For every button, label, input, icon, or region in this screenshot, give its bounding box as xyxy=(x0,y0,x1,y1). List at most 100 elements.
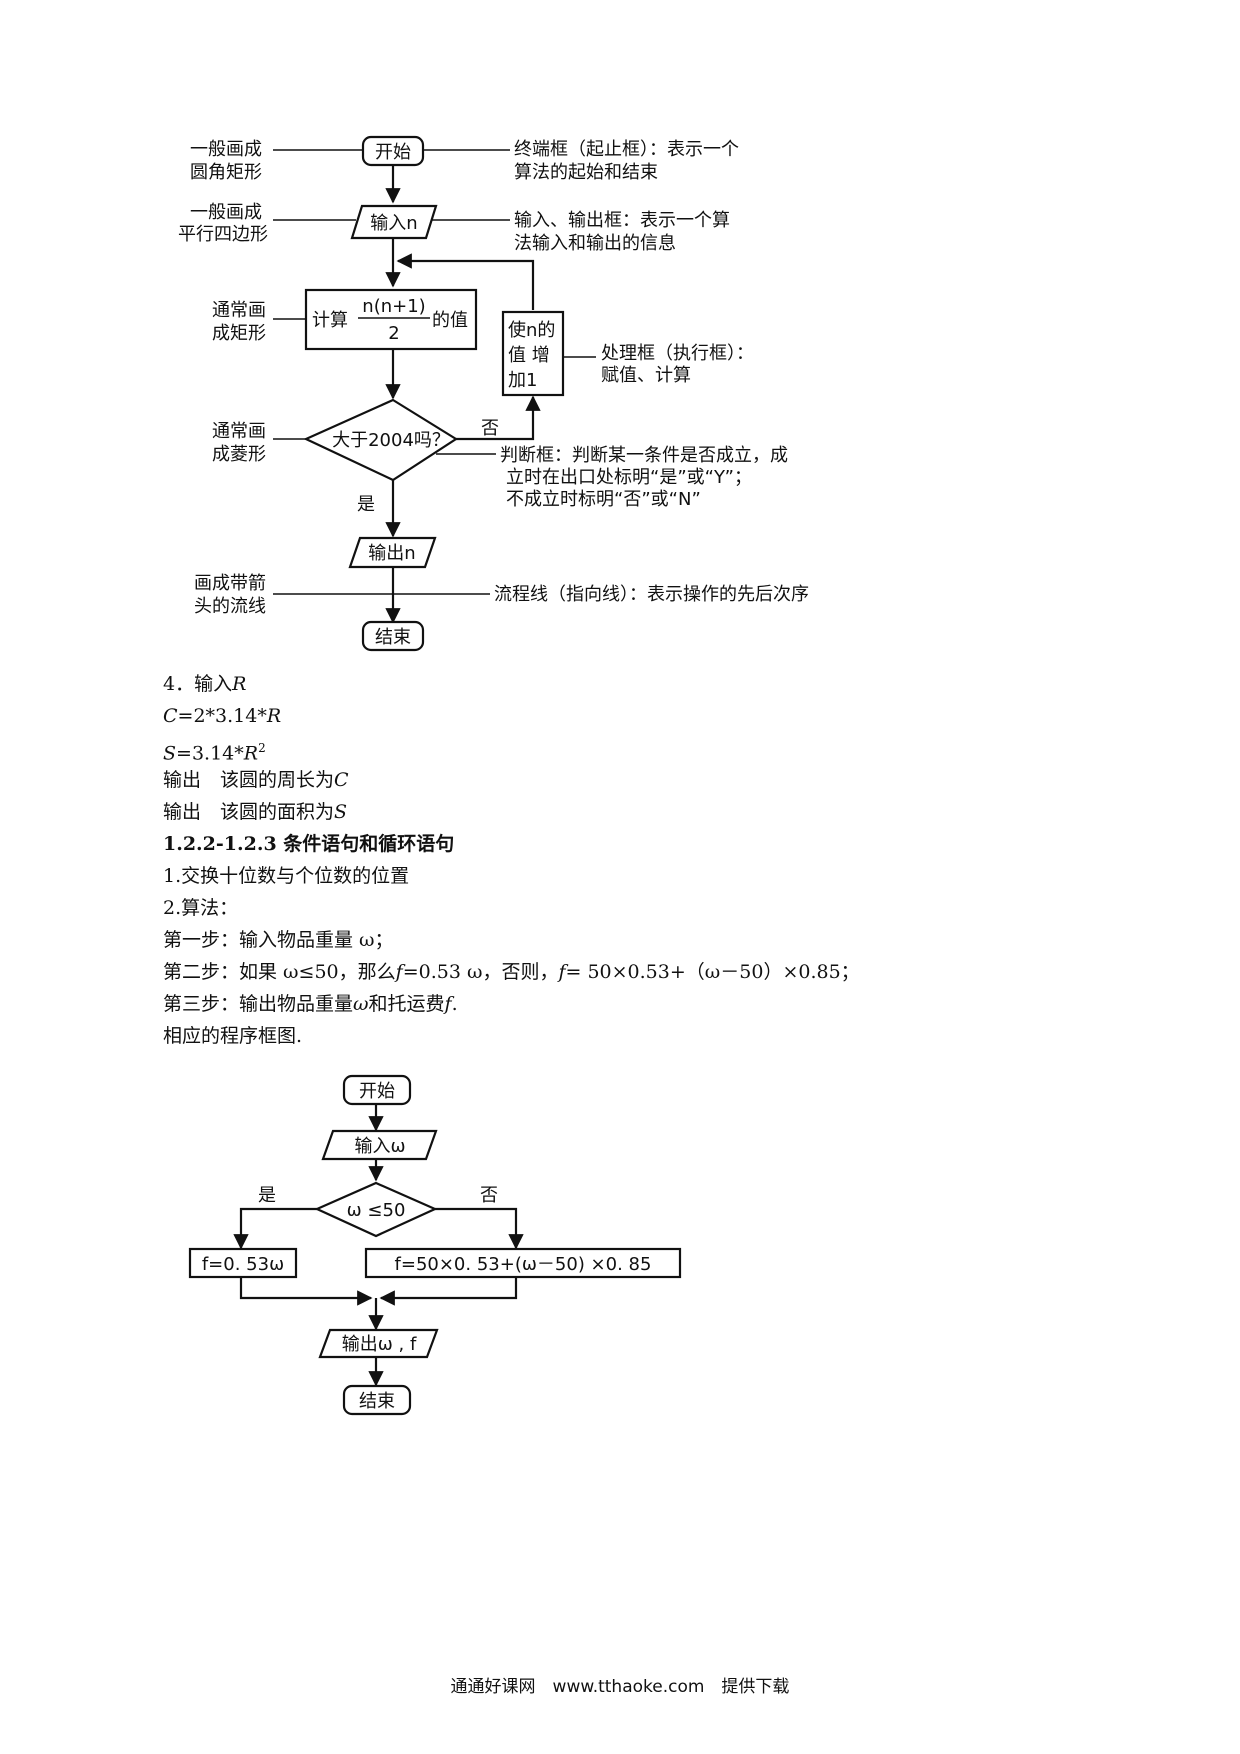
note-io-left-2: 平行四边形 xyxy=(178,224,268,245)
compute-process xyxy=(304,288,478,351)
end-label: 结束 xyxy=(359,1391,395,1412)
note-process-right-1: 处理框（执行框）： xyxy=(601,343,754,364)
solution-text: 4．输入R C=2*3.14*R S=3.14*R2 输出 该圆的周长为C 输出… xyxy=(163,668,860,1052)
exponent: 2 xyxy=(258,741,266,755)
flow-line-merge-right xyxy=(379,1277,518,1306)
branch-no-label: 否 xyxy=(480,1185,498,1206)
end-label: 结束 xyxy=(375,627,411,648)
start-terminal xyxy=(342,1074,412,1106)
note-decision-right-2: 立时在出口处标明“是”或“Y”； xyxy=(506,467,752,488)
note-decision-right-3: 不成立时标明“否”或“N” xyxy=(506,489,701,510)
text-line: 1.交换十位数与个位数的位置 xyxy=(163,865,410,887)
note-io-right-2: 法输入和输出的信息 xyxy=(514,233,676,254)
input-label: 输入n xyxy=(370,213,417,234)
text-line: 输出 该圆的面积为S xyxy=(163,796,860,828)
text-line: S=3.14*R2 xyxy=(163,732,860,764)
end-terminal xyxy=(342,1384,412,1416)
text-fragment: =0.53 ω，否则， xyxy=(402,961,559,983)
compute-numerator: n(n+1) xyxy=(362,296,425,317)
variable: S xyxy=(163,742,177,765)
shipping-fee-flowchart: 开始 输入ω ω ≤50 是 否 f=0. 53ω f=50×0. 53+(ω－… xyxy=(188,1074,682,1416)
text-fragment: . xyxy=(451,993,458,1015)
start-label: 开始 xyxy=(375,142,411,163)
decision-diamond xyxy=(314,1181,438,1238)
text-line: 4．输入R xyxy=(163,668,860,700)
branch-yes-label: 是 xyxy=(258,1185,276,1206)
note-terminal-right-2: 算法的起始和结束 xyxy=(514,162,658,183)
input-parallelogram xyxy=(321,1129,438,1161)
variable: C xyxy=(163,705,178,727)
variable: S xyxy=(334,801,348,823)
compute-denominator: 2 xyxy=(388,323,399,344)
text-fragment: =3.14* xyxy=(176,742,244,765)
text-fragment: 和托运费 xyxy=(368,993,445,1015)
note-flowline-left-1: 画成带箭 xyxy=(194,573,266,594)
start-label: 开始 xyxy=(359,1081,395,1102)
text-fragment: = 50×0.53+（ω－50）×0.85； xyxy=(565,961,860,983)
assign-yes-label: f=0. 53ω xyxy=(202,1254,284,1275)
assign-no-label: f=50×0. 53+(ω－50) ×0. 85 xyxy=(395,1254,652,1275)
note-process-left-1: 通常画 xyxy=(212,300,266,321)
text-fragment: 第二步：如果 ω≤50，那么 xyxy=(163,961,396,983)
text-line: 第三步：输出物品重量ω和托运费f. xyxy=(163,988,860,1020)
decision-label: ω ≤50 xyxy=(347,1200,406,1221)
variable: ω xyxy=(353,993,369,1015)
text-line: 相应的程序框图. xyxy=(163,1025,303,1047)
text-line: 第一步：输入物品重量 ω； xyxy=(163,929,394,951)
branch-yes-label: 是 xyxy=(357,494,375,515)
output-parallelogram xyxy=(348,536,437,569)
note-flowline-right: 流程线（指向线）：表示操作的先后次序 xyxy=(494,584,809,605)
compute-prefix: 计算 xyxy=(312,310,348,331)
variable: R xyxy=(266,705,282,727)
text-line: 输出 该圆的周长为C xyxy=(163,764,860,796)
note-process-left-2: 成矩形 xyxy=(212,323,266,344)
note-terminal-right-1: 终端框（起止框）：表示一个 xyxy=(514,139,739,160)
flow-line-yes xyxy=(233,1207,317,1250)
section-heading: 1.2.2-1.2.3 条件语句和循环语句 xyxy=(163,833,455,855)
text-fragment: =2*3.14* xyxy=(177,705,267,727)
increment-process xyxy=(501,310,565,397)
variable: C xyxy=(334,769,349,791)
note-decision-left-2: 成菱形 xyxy=(212,444,266,465)
text-fragment: 输出 该圆的面积为 xyxy=(163,801,335,823)
note-terminal-left-1: 一般画成 xyxy=(190,139,262,160)
variable: R xyxy=(243,742,259,765)
page-footer: 通通好课网 www.tthaoke.com 提供下载 xyxy=(450,1677,790,1697)
note-flowline-left-2: 头的流线 xyxy=(194,596,266,617)
variable: R xyxy=(232,673,247,695)
end-terminal xyxy=(361,620,425,652)
increment-line-2: 值 增 xyxy=(508,345,550,366)
note-io-right-1: 输入、输出框：表示一个算 xyxy=(514,210,730,231)
text-line: C=2*3.14*R xyxy=(163,700,860,732)
flow-line-merge-left xyxy=(239,1277,373,1306)
text-line: 2.算法： xyxy=(163,897,239,919)
note-decision-left-1: 通常画 xyxy=(212,421,266,442)
note-terminal-left-2: 圆角矩形 xyxy=(190,162,262,183)
output-parallelogram xyxy=(318,1328,439,1359)
text-fragment: 输出 该圆的周长为 xyxy=(163,769,335,791)
assign-yes-process xyxy=(188,1247,298,1279)
annotated-flowchart: 开始 输入n 计算 n(n+1) 2 的值 使n的 值 增 加1 大于2004吗… xyxy=(178,135,809,652)
flow-line-loop-back xyxy=(396,253,535,310)
input-label: 输入ω xyxy=(354,1136,405,1157)
output-label: 输出ω , f xyxy=(342,1334,417,1355)
increment-line-1: 使n的 xyxy=(508,320,555,341)
variable: f xyxy=(558,961,566,983)
variable: f xyxy=(395,961,403,983)
text-fragment: 4．输入 xyxy=(163,673,233,695)
note-process-right-2: 赋值、计算 xyxy=(601,365,691,386)
note-decision-right-1: 判断框：判断某一条件是否成立，成 xyxy=(500,445,788,466)
flow-line-no xyxy=(435,1207,524,1250)
branch-no-label: 否 xyxy=(481,418,499,439)
increment-line-3: 加1 xyxy=(508,370,537,391)
text-fragment: 第三步：输出物品重量 xyxy=(163,993,354,1015)
output-label: 输出n xyxy=(368,543,415,564)
decision-diamond xyxy=(303,398,459,482)
input-parallelogram xyxy=(350,204,438,240)
assign-no-process xyxy=(364,1247,682,1279)
decision-label: 大于2004吗？ xyxy=(332,430,450,451)
variable: f xyxy=(444,993,452,1015)
flow-line-no-branch xyxy=(456,395,541,441)
compute-suffix: 的值 xyxy=(432,310,468,331)
